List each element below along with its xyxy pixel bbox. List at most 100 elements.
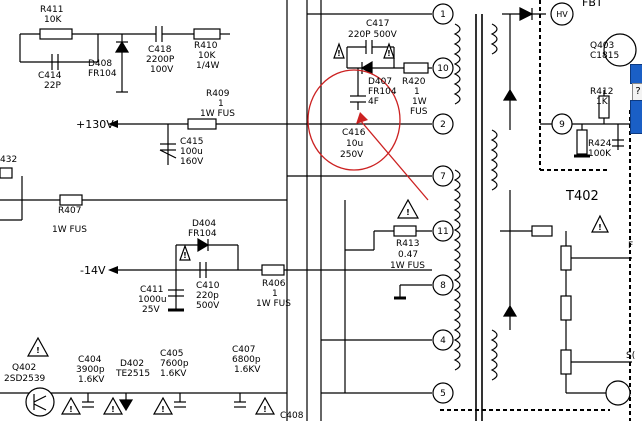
label-d408-val: FR104 [88, 69, 117, 79]
resistor-r413 [393, 225, 417, 237]
label-q402-ref: Q402 [12, 363, 36, 373]
label-c410-val1: 220p [196, 291, 219, 301]
resistor-r412 [598, 95, 610, 119]
label-c407-val2: 1.6KV [234, 365, 261, 375]
label-c418-val2: 100V [150, 65, 174, 75]
warning-icon [102, 396, 124, 415]
pin-label: 11 [437, 227, 448, 237]
label-c411-ref: C411 [140, 285, 163, 295]
pin-label: 9 [559, 120, 565, 130]
label-d408-ref: D408 [88, 59, 112, 69]
warning-mark: ! [406, 208, 410, 217]
label-c415-val1: 100u [180, 147, 203, 157]
label-d404-ref: D404 [192, 219, 216, 229]
label-c404-val1: 3900p [76, 365, 105, 375]
arrow-icon [356, 112, 368, 124]
scroll-down-button[interactable] [630, 100, 642, 134]
annotation-arrow [359, 119, 429, 201]
label-r412-ref: R412 [590, 87, 613, 97]
transistor-q403 [603, 33, 637, 67]
label-r420-val1: 1 [414, 87, 420, 97]
diode-d407 [360, 60, 373, 76]
resistor-r410 [193, 28, 221, 40]
label-c407-val1: 6800p [232, 355, 261, 365]
label-d402-ref: D402 [120, 359, 144, 369]
winding-secondary [453, 169, 461, 371]
label-r413-val2: 1W FUS [390, 261, 425, 271]
pin-2 [432, 113, 454, 135]
pin-label: 2 [440, 120, 446, 130]
resistor-r407 [59, 194, 83, 206]
pin-4 [432, 329, 454, 351]
label-r406-val1: 1 [272, 289, 278, 299]
pin-1 [432, 3, 454, 25]
warning-mark: ! [69, 405, 73, 414]
label-c405-val2: 1.6KV [160, 369, 187, 379]
arrow-icon [108, 266, 118, 274]
label-d407-ref: D407 [368, 77, 392, 87]
pin-label: 7 [440, 172, 446, 182]
pin-5 [432, 382, 454, 404]
label-q403-val: C1815 [590, 51, 619, 61]
pin-8 [432, 274, 454, 296]
label-d404-val: FR104 [188, 229, 217, 239]
label-c411-val2: 25V [142, 305, 160, 315]
label-r407-val: 1W FUS [52, 225, 87, 235]
label-r410-ref: R410 [194, 41, 218, 51]
label-c416-ref: C416 [342, 128, 366, 138]
label-c404-ref: C404 [78, 355, 102, 365]
warning-mark: ! [263, 405, 267, 414]
winding-primary [453, 23, 461, 105]
label-c405-val1: 7600p [160, 359, 189, 369]
warning-mark: ! [183, 251, 187, 260]
resistor-r424 [576, 129, 588, 155]
warning-icon [152, 396, 174, 415]
label-r411-val: 10K [44, 15, 62, 25]
label-c417-val: 220P 500V [348, 30, 398, 40]
resistor-r406 [261, 264, 285, 276]
label-c416-val1: 10u [346, 139, 363, 149]
label-r424-val: 100K [588, 149, 612, 159]
label-fbt: FBT [582, 0, 603, 9]
warning-icon [591, 214, 609, 233]
label-rail-minus14v: -14V [80, 264, 106, 277]
label-r413-ref: R413 [396, 239, 419, 249]
label-r410-val2: 1/4W [196, 61, 219, 71]
warning-mark: ! [387, 49, 391, 58]
label-t402: T402 [565, 189, 599, 204]
pin-label: 5 [440, 389, 446, 399]
resistor-r420 [403, 62, 429, 74]
annotation-circle [307, 69, 401, 171]
pin-label: 1 [440, 10, 446, 20]
warning-mark: ! [111, 405, 115, 414]
label-partial-f: F [628, 241, 633, 251]
label-c405-ref: C405 [160, 349, 183, 359]
resistor-r411 [39, 28, 73, 40]
label-d402-val: TE2515 [115, 369, 150, 379]
warning-icon [333, 42, 345, 59]
pin-7 [432, 165, 454, 187]
warning-icon [254, 396, 276, 415]
label-r409-val1: 1 [218, 99, 224, 109]
label-partial-s: S( [626, 351, 635, 361]
label-r420-val2: 1W [412, 97, 427, 107]
label-c411-val1: 1000u [138, 295, 167, 305]
label-c408-ref: C408 [280, 411, 304, 421]
label-r406-val2: 1W FUS [256, 299, 291, 309]
diode-d408 [114, 40, 130, 53]
help-button[interactable]: ? [632, 83, 642, 101]
warning-icon [60, 396, 82, 415]
warning-mark: ! [161, 405, 165, 414]
label-q402-val: 2SD2539 [4, 374, 46, 384]
warning-icon [396, 198, 420, 219]
transistor-q402 [25, 387, 55, 417]
window-tab-button[interactable] [630, 64, 642, 84]
label-r412-val: 1K [596, 97, 609, 107]
label-r411-ref: R411 [40, 5, 63, 15]
label-c414-val: 22P [44, 81, 61, 91]
pin-label: 10 [437, 64, 449, 74]
warning-mark: ! [36, 346, 40, 355]
label-c415-ref: C415 [180, 137, 203, 147]
